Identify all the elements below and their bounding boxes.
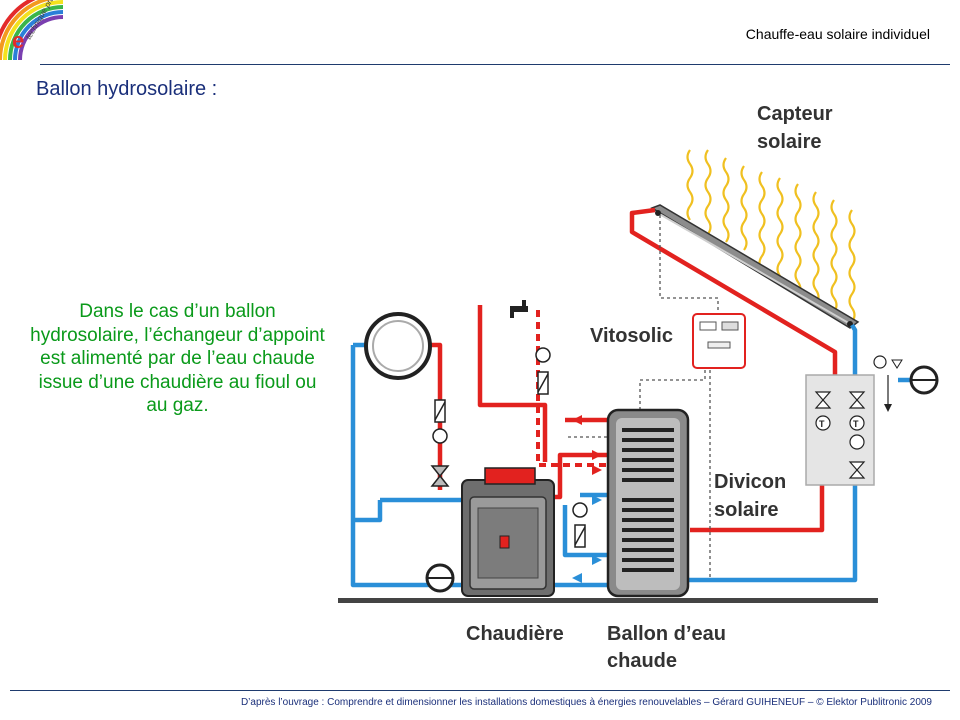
control-wires (568, 215, 719, 580)
hot-water-tank (606, 408, 690, 598)
label-divicon: Divicon (714, 471, 786, 493)
divicon-unit: T T (805, 355, 939, 486)
slide-body-text: Dans le cas d’un ballon hydrosolaire, l’… (30, 301, 325, 416)
solar-collector (650, 204, 860, 329)
label-solaire-2: solaire (714, 499, 778, 521)
vitosolic-controller (692, 313, 746, 369)
svg-text:T: T (819, 419, 825, 429)
svg-text:T: T (853, 419, 859, 429)
circulation-pump (425, 563, 455, 593)
logo-letter: e (12, 28, 24, 53)
label-chaude: chaude (607, 650, 677, 672)
floor-line (338, 598, 878, 603)
boiler (461, 467, 555, 597)
label-ballon: Ballon d’eau (607, 623, 726, 645)
flow-arrows (572, 415, 602, 475)
label-capteur: Capteur (757, 103, 833, 125)
logo: e technique pratique (0, 0, 65, 61)
header-divider (40, 64, 950, 65)
label-vitosolic: Vitosolic (590, 325, 673, 347)
boiler-circuit-components (430, 347, 588, 548)
slide-title: Ballon hydrosolaire : (36, 78, 218, 100)
footer-divider (10, 690, 950, 691)
footer-credit: D’après l’ouvrage : Comprendre et dimens… (240, 697, 932, 708)
label-solaire-1: solaire (757, 131, 821, 153)
hot-water-dashed-pipe (536, 310, 612, 467)
header-title: Chauffe-eau solaire individuel (745, 26, 930, 42)
expansion-vessel (364, 312, 432, 380)
tap (510, 300, 528, 318)
solar-heat-waves (686, 149, 856, 323)
label-chaudiere: Chaudière (466, 623, 564, 645)
